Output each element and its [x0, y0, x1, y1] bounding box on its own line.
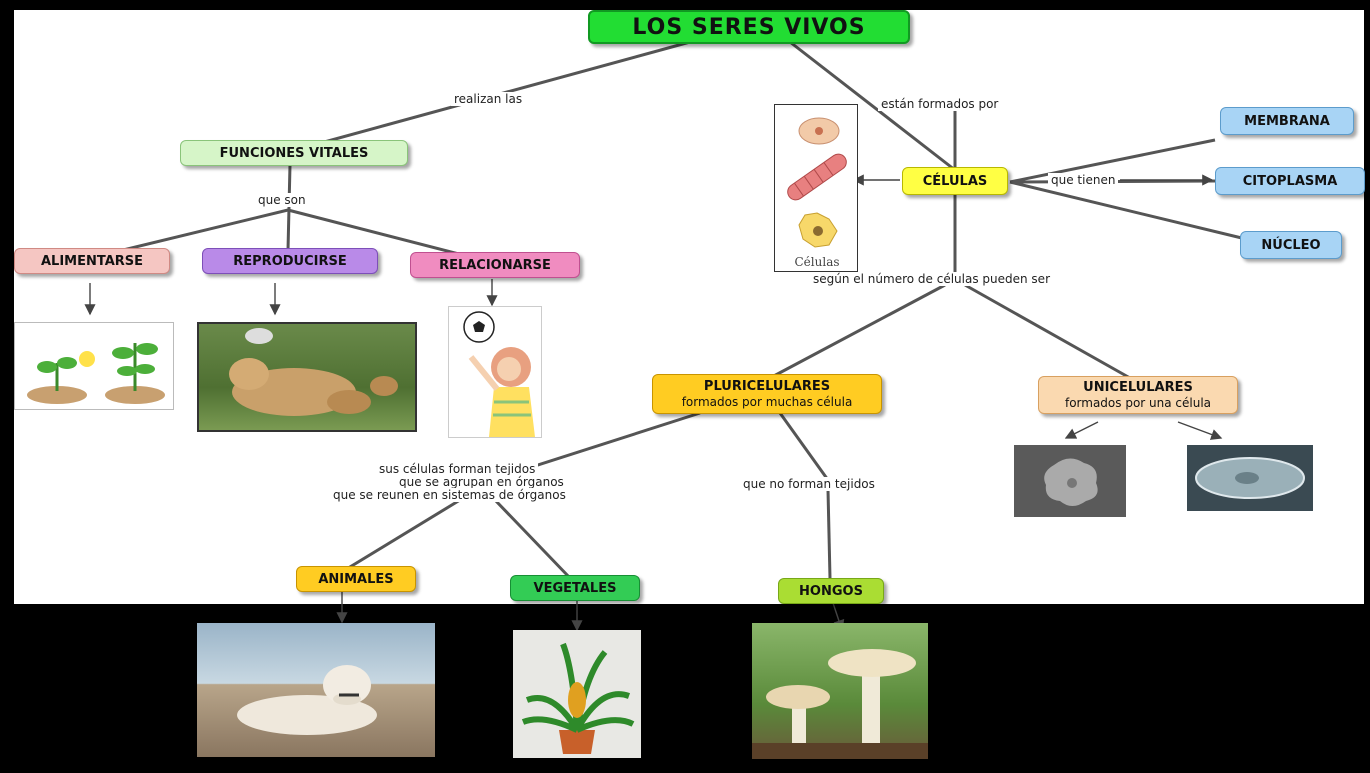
node-alimentarse: ALIMENTARSE: [14, 248, 170, 274]
amoeba-illustration: [1044, 458, 1098, 506]
plants-growing-image: [14, 322, 174, 410]
potted-plant-illustration: [521, 642, 635, 754]
node-reproducirse: REPRODUCIRSE: [202, 248, 378, 274]
label-que-tienen: que tienen: [1048, 173, 1119, 187]
node-pluri-text: PLURICELULARES: [703, 379, 831, 394]
node-funciones-text: FUNCIONES VITALES: [219, 145, 369, 161]
dog-illustration: [237, 665, 377, 735]
node-nucleo-text: NÚCLEO: [1261, 237, 1321, 253]
node-vegetales: VEGETALES: [510, 575, 640, 601]
label-realizan: realizan las: [451, 92, 526, 106]
node-vegetales-text: VEGETALES: [533, 580, 617, 596]
node-alimentarse-text: ALIMENTARSE: [40, 253, 144, 269]
node-reproducirse-text: REPRODUCIRSE: [233, 253, 347, 269]
node-membrana: MEMBRANA: [1220, 107, 1354, 135]
lioness-cubs-illustration: [229, 328, 398, 416]
node-animales-text: ANIMALES: [318, 571, 394, 587]
lioness-cubs-image: [197, 322, 417, 432]
amoeba-image: [1014, 445, 1126, 517]
node-relacionarse: RELACIONARSE: [410, 252, 580, 278]
node-funciones-vitales: FUNCIONES VITALES: [180, 140, 408, 166]
node-nucleo: NÚCLEO: [1240, 231, 1342, 259]
node-animales: ANIMALES: [296, 566, 416, 592]
child-playing-ball-illustration: [463, 311, 535, 437]
child-playing-ball-image: [448, 306, 542, 438]
node-membrana-text: MEMBRANA: [1244, 113, 1330, 129]
node-pluri-subtext: formados por muchas célula: [681, 395, 853, 409]
node-citoplasma-text: CITOPLASMA: [1242, 173, 1338, 189]
label-tejidos-1: sus células forman tejidos: [376, 462, 539, 476]
mushrooms-illustration: [752, 649, 928, 759]
node-celulas-text: CÉLULAS: [922, 173, 988, 189]
paramecium-illustration: [1195, 457, 1305, 499]
label-formados: están formados por: [878, 97, 1002, 111]
node-celulas: CÉLULAS: [902, 167, 1008, 195]
label-tejidos-3: que se reunen en sistemas de órganos: [330, 488, 569, 502]
title-node: LOS SERES VIVOS: [588, 10, 910, 44]
label-que-son: que son: [255, 193, 309, 207]
potted-plant-image: [513, 630, 641, 758]
label-tejidos-2: que se agrupan en órganos: [396, 475, 567, 489]
node-hongos: HONGOS: [778, 578, 884, 604]
paramecium-image: [1187, 445, 1313, 511]
node-relacionarse-text: RELACIONARSE: [439, 257, 551, 273]
plants-growing-illustration: [27, 343, 165, 404]
dog-image: [197, 623, 435, 757]
node-uni-subtext: formados por una célula: [1064, 396, 1212, 410]
mushrooms-image: [752, 623, 928, 759]
cells-illustration: [787, 117, 847, 248]
cells-image: Células: [774, 104, 858, 272]
map-background: [14, 10, 1364, 604]
cells-caption: Células: [794, 255, 840, 269]
label-segun: según el número de células pueden ser: [810, 272, 1053, 286]
node-citoplasma: CITOPLASMA: [1215, 167, 1365, 195]
node-hongos-text: HONGOS: [799, 583, 863, 599]
node-uni-text: UNICELULARES: [1083, 380, 1193, 395]
title-text: LOS SERES VIVOS: [632, 14, 866, 40]
label-no-tejidos: que no forman tejidos: [740, 477, 878, 491]
